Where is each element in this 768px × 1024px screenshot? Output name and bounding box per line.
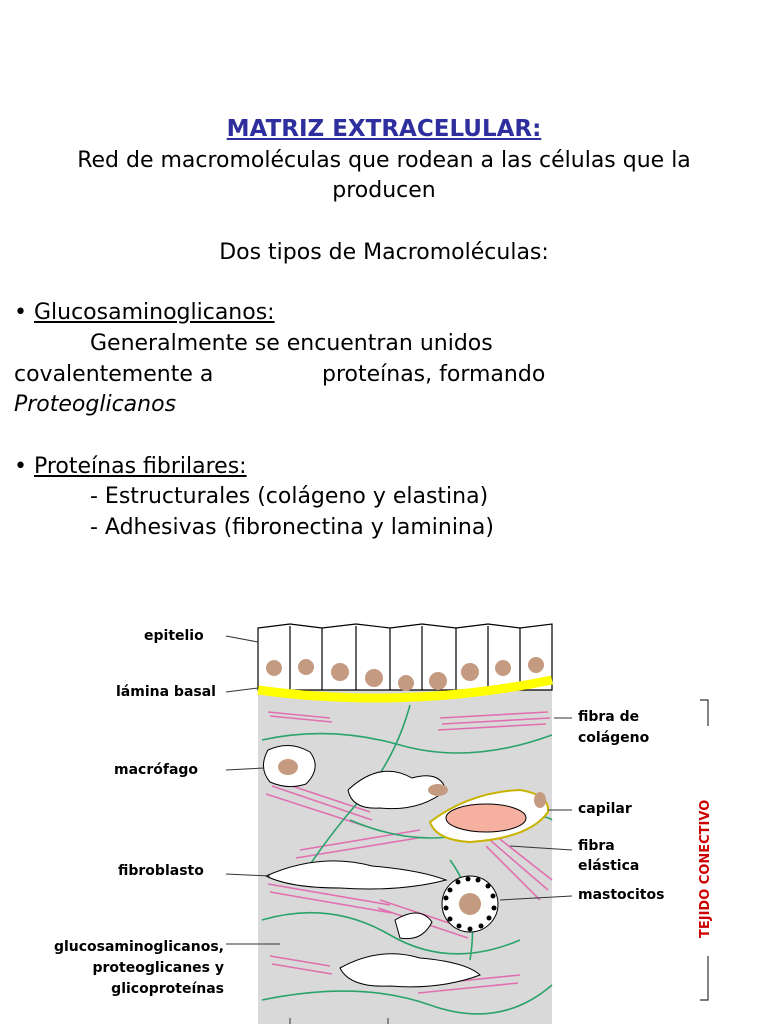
page-title: MATRIZ EXTRACELULAR: — [226, 116, 542, 142]
tejido-conectivo-label: TEJIDO CONECTIVO — [698, 800, 713, 938]
label-fibra-colageno-2: colágeno — [578, 730, 650, 746]
label-capilar: capilar — [578, 801, 632, 817]
gag-heading: Glucosaminoglicanos: — [33, 300, 275, 325]
gag-line-1: Generalmente se encuentran unidos — [90, 331, 493, 356]
label-fibra-elastica-1: fibra — [578, 838, 615, 854]
label-mastocitos: mastocitos — [578, 887, 665, 903]
fibrilares-item-2: - Adhesivas (fibronectina y laminina) — [90, 515, 494, 540]
fibrilares-heading: Proteínas fibrilares: — [33, 454, 247, 479]
gag-line-2a: covalentemente a — [14, 362, 214, 387]
gag-line-3: Proteoglicanos — [14, 392, 177, 417]
definition-line-2: producen — [332, 178, 436, 203]
label-gag-3: glicoproteínas — [111, 981, 224, 997]
types-heading: Dos tipos de Macromoléculas: — [219, 240, 549, 265]
gag-heading-row: • Glucosaminoglicanos: — [14, 300, 275, 325]
basal-lamina — [257, 675, 553, 703]
bullet: • — [14, 300, 27, 325]
label-fibra-colageno-1: fibra de — [578, 709, 640, 725]
epithelial-nuclei — [266, 657, 544, 691]
tejido-conectivo-text: TEJIDO CONECTIVO — [698, 800, 713, 938]
label-gag-2: proteoglicanes y — [92, 960, 224, 976]
side-bracket — [700, 699, 709, 1001]
fibroblast-3 — [339, 953, 481, 988]
label-epitelio: epitelio — [144, 628, 204, 644]
label-gag-1: glucosaminoglicanos, — [53, 939, 224, 955]
fibroblast-2 — [264, 860, 448, 890]
bullet: • — [14, 454, 27, 479]
fibrilares-item-1: - Estructurales (colágeno y elastina) — [90, 484, 489, 509]
leader-lines — [225, 635, 573, 1024]
label-lamina-basal: lámina basal — [116, 684, 216, 700]
connective-tissue-diagram — [225, 623, 709, 1024]
fibroblast-4 — [394, 912, 433, 940]
label-macrofago: macrófago — [114, 762, 199, 778]
fibrilares-heading-row: • Proteínas fibrilares: — [14, 454, 247, 479]
label-fibroblasto: fibroblasto — [118, 863, 204, 879]
label-fibra-elastica-2: elástica — [578, 858, 640, 874]
gag-line-2b: proteínas, formando — [322, 362, 546, 387]
mast-cell — [441, 875, 499, 933]
definition-line-1: Red de macromoléculas que rodean a las c… — [77, 148, 691, 173]
